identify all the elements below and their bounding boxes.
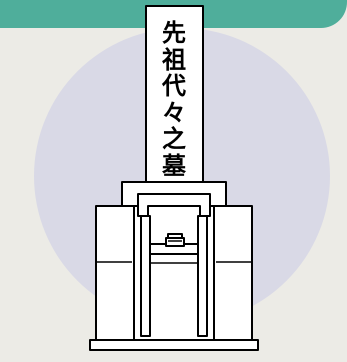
right-wall <box>213 205 253 345</box>
incense-holder-body <box>165 237 185 247</box>
lower-base <box>89 339 259 351</box>
inscription-char: 先 <box>162 18 186 47</box>
left-wall <box>95 205 135 345</box>
inscription-char: 々 <box>162 97 186 127</box>
inner-pillar-left <box>140 215 151 337</box>
monument-inscription: 先 祖 代 々 之 墓 <box>160 18 188 180</box>
inner-pillar-right <box>197 215 208 337</box>
inscription-char: 祖 <box>162 44 186 74</box>
inscription-char: 代 <box>162 71 186 100</box>
inscription-char: 之 <box>162 124 186 153</box>
inscription-char: 墓 <box>162 150 186 180</box>
